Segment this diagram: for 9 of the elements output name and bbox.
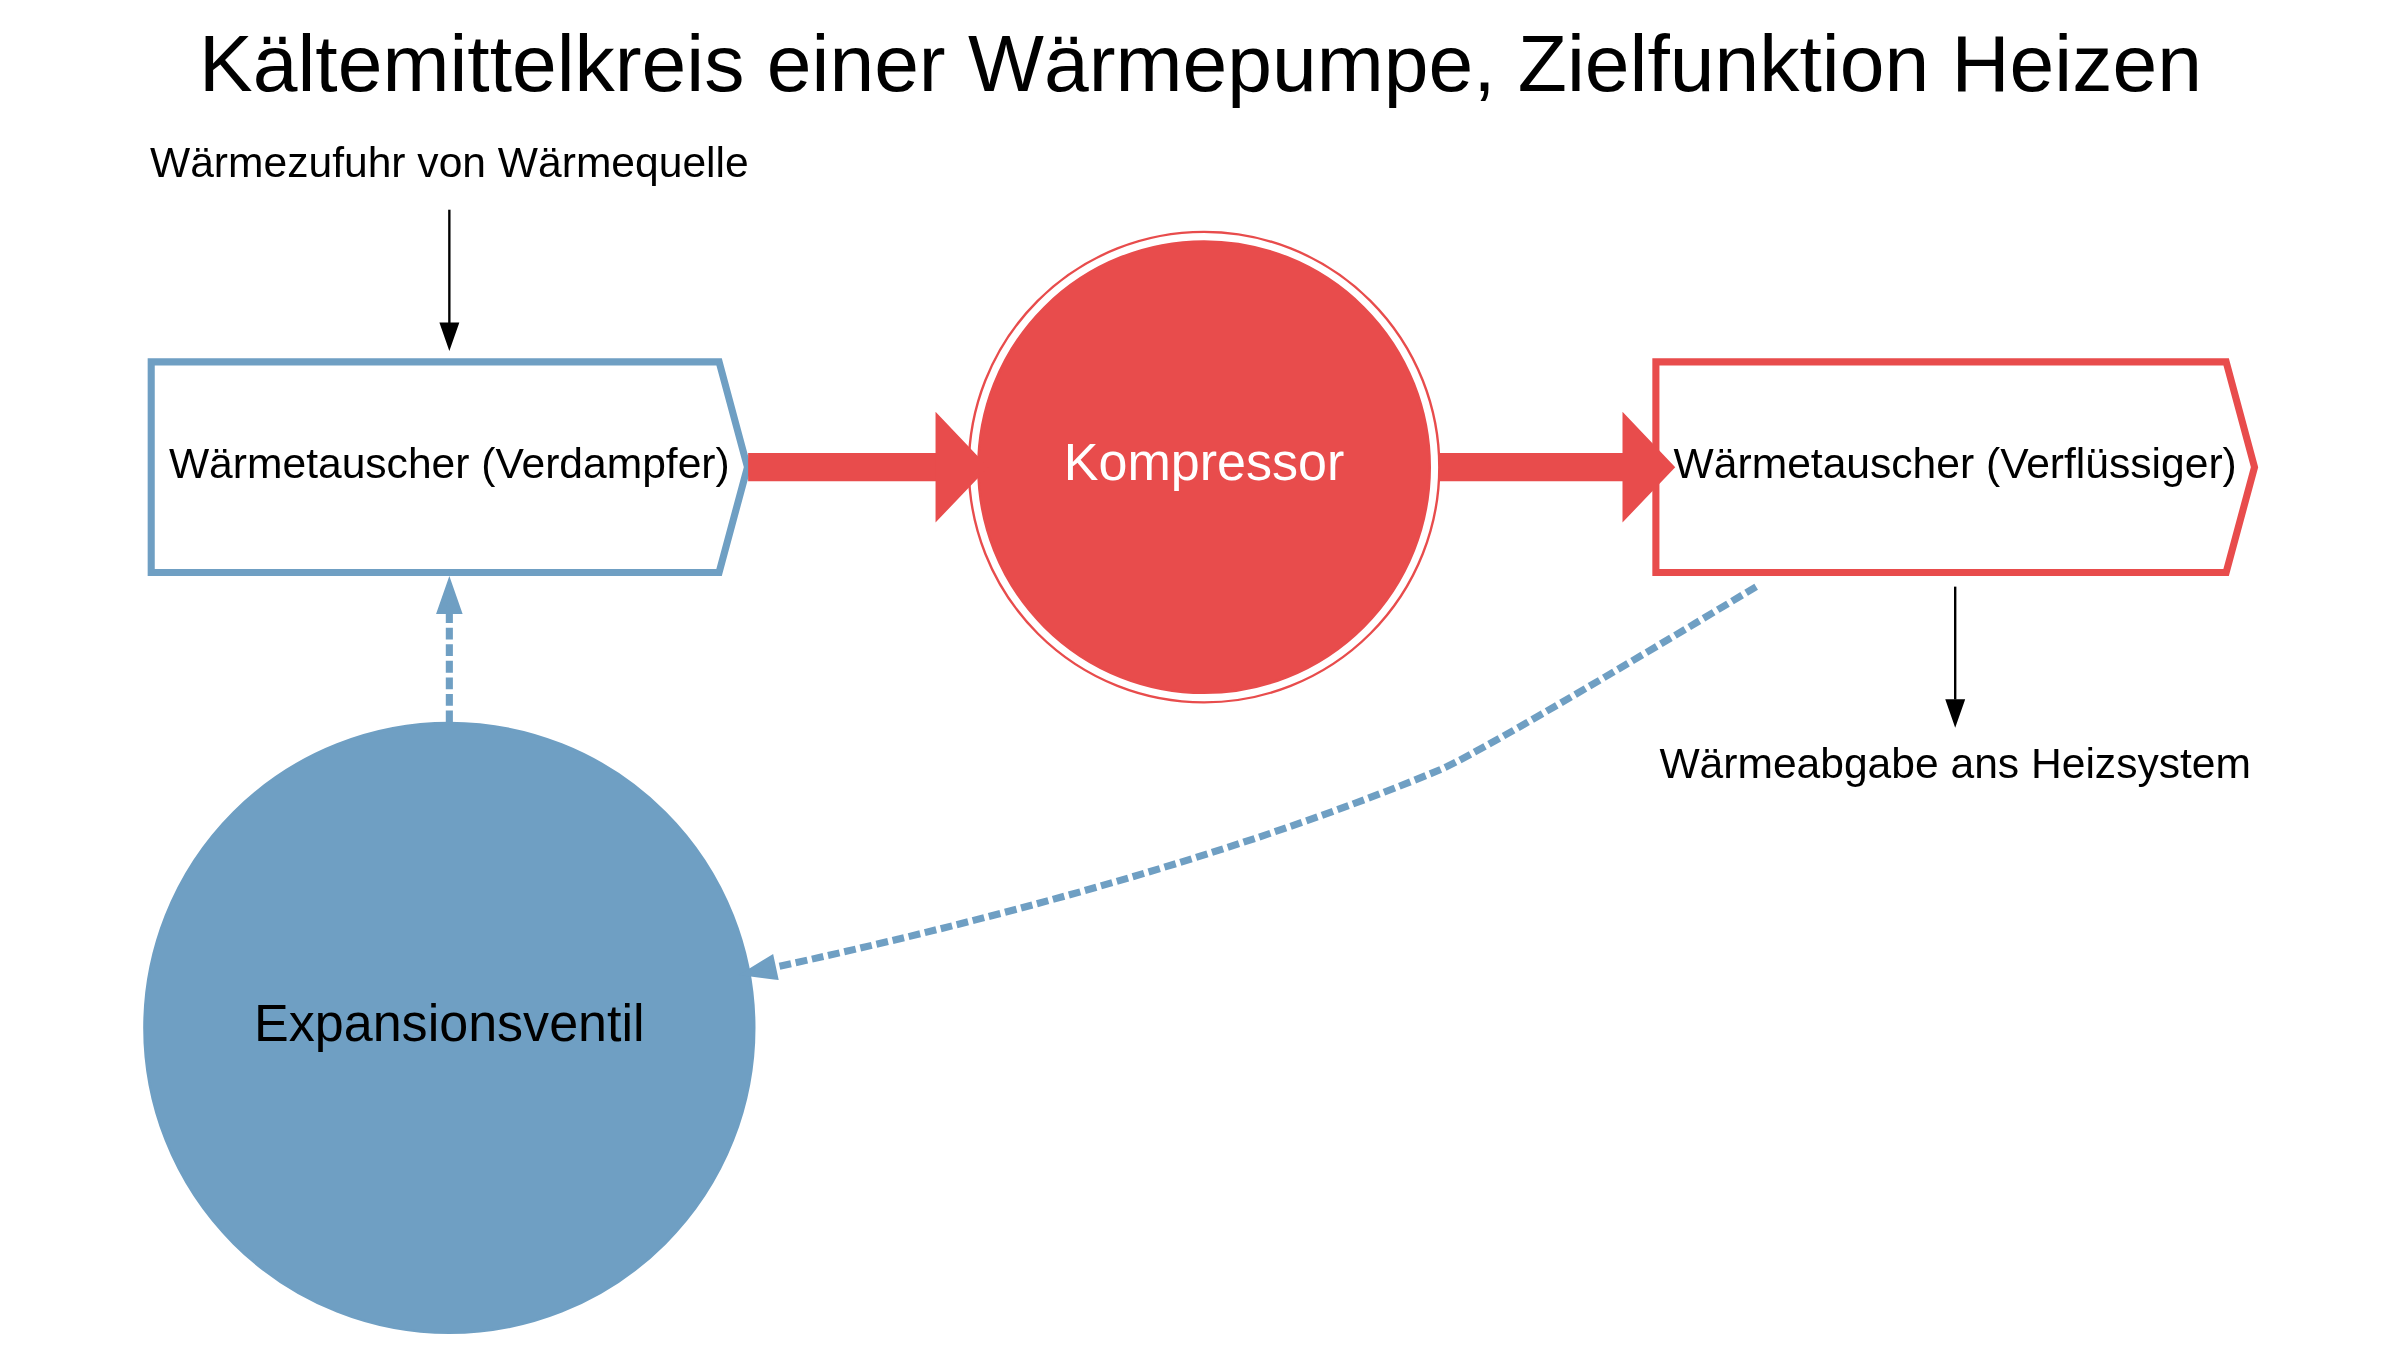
- diagram-title: Kältemittelkreis einer Wärmepumpe, Zielfunktion Heizen: [198, 18, 2202, 109]
- arrow: [438, 209, 459, 351]
- arrow: [1439, 411, 1675, 523]
- node-circle: Expansionsventil: [142, 721, 755, 1335]
- node-text: Wärmeabgabe ans Heizsystem: [1658, 739, 2251, 788]
- arrow: [1944, 586, 1965, 728]
- arrow: [435, 576, 463, 723]
- node-circle: Kompressor: [967, 230, 1440, 704]
- node-text: Wärmezufuhr von Wärmequelle: [149, 138, 749, 187]
